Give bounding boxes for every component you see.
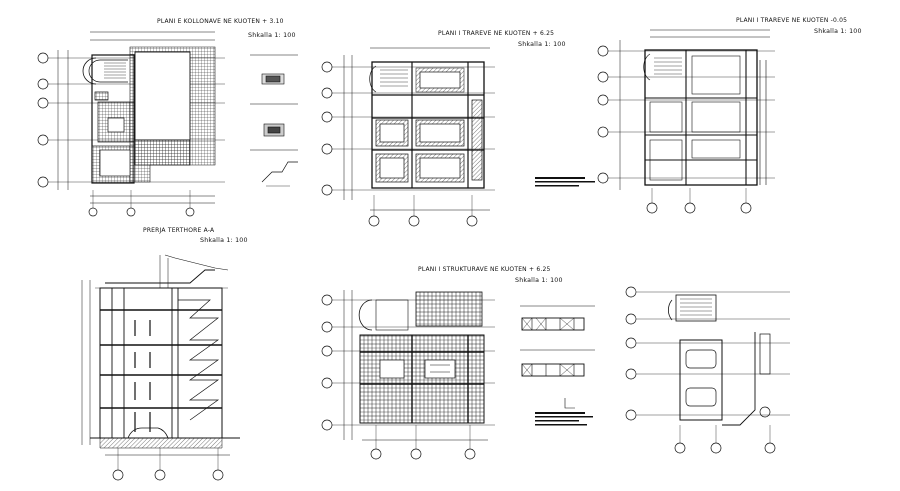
section-aa-scale: Shkalla 1: 100 [200, 237, 248, 244]
beam-plan-005-scale: Shkalla 1: 100 [814, 28, 862, 35]
beam-plan-625-title: PLANI I TRAREVE NE KUOTEN + 6.25 [438, 30, 555, 37]
beam-plan-625 [321, 47, 495, 227]
section-aa-title: PRERJA TERTHORE A-A [143, 227, 215, 234]
detail-legend [250, 54, 298, 187]
beam-section-details [520, 305, 595, 409]
column-plan-scale: Shkalla 1: 100 [248, 32, 296, 39]
beam-legend-bars [535, 177, 595, 187]
beam-plan-005 [597, 29, 775, 214]
column-plan-title: PLANI E KOLLONAVE NE KUOTEN + 3.10 [157, 18, 284, 25]
column-plan [37, 31, 225, 217]
section-aa [81, 254, 240, 481]
axis-bubbles [321, 61, 495, 196]
garage-plan [625, 286, 790, 454]
beam-plan-005-title: PLANI I TRAREVE NE KUOTEN -0.05 [736, 17, 848, 24]
structure-legend-bars [535, 412, 593, 426]
structure-plan-scale: Shkalla 1: 100 [515, 277, 563, 284]
beam-plan-625-scale: Shkalla 1: 100 [518, 41, 566, 48]
structure-plan-title: PLANI I STRUKTURAVE NE KUOTEN + 6.25 [418, 266, 551, 273]
structure-plan-625 [321, 290, 495, 460]
